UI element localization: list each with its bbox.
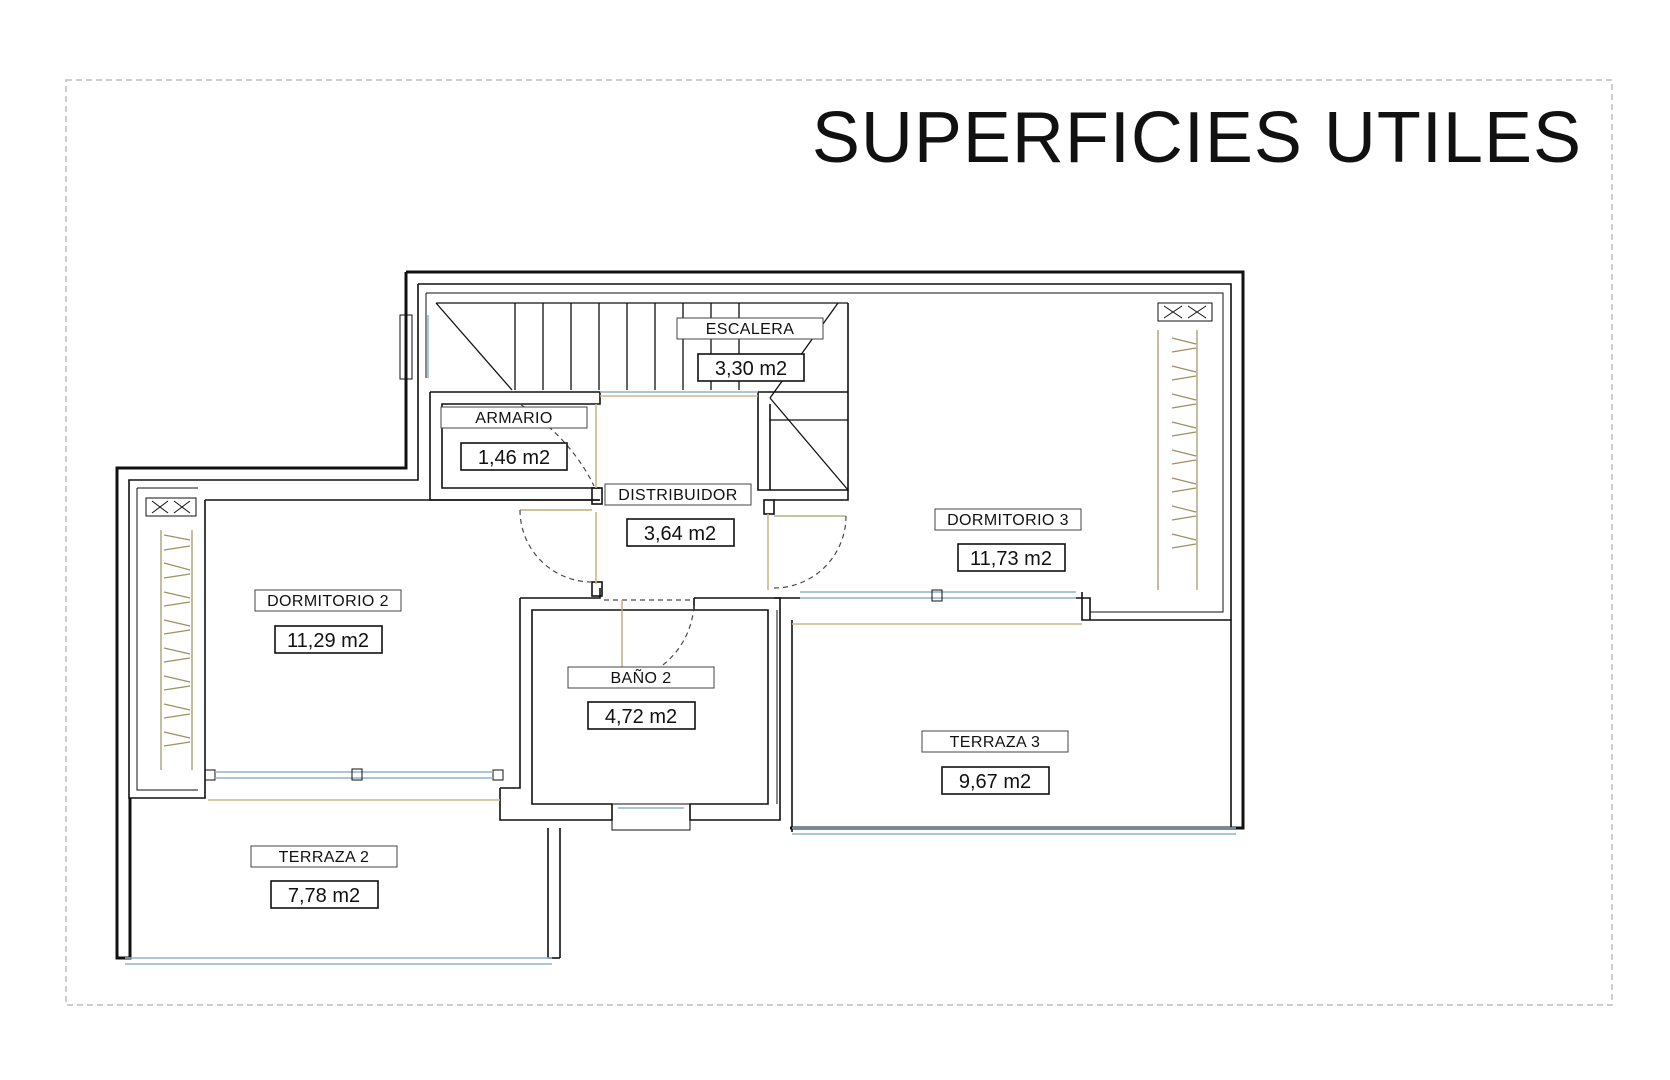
room-area: 3,64 m2 [644,523,716,545]
room-area-box [460,442,568,471]
room-area-box [270,880,379,909]
room-area: 1,46 m2 [478,447,550,469]
room-area-box [941,766,1050,795]
room-area: 9,67 m2 [959,771,1031,793]
room-terraza-3: TERRAZA 3 9,67 m2 [921,730,1069,795]
wardrobe-dormitorio-2 [145,497,197,770]
room-name-box [567,666,715,689]
room-area: 3,30 m2 [715,358,787,380]
room-name-box [254,589,402,612]
room-name: ARMARIO [475,410,552,427]
room-area-box [274,625,383,654]
room-area-box [626,518,735,547]
room-name-box [934,508,1082,531]
stair-window [399,314,429,380]
room-area-box [957,543,1066,572]
room-name-box [921,730,1069,753]
room-area-box [697,353,805,382]
room-area: 4,72 m2 [605,706,677,728]
room-escalera: ESCALERA 3,30 m2 [676,317,824,382]
room-bano-2: BAÑO 2 4,72 m2 [567,666,715,730]
room-name: DISTRIBUIDOR [618,487,737,504]
room-name: BAÑO 2 [610,667,671,687]
room-name-box [604,483,752,506]
room-name: ESCALERA [706,321,795,338]
room-name: TERRAZA 2 [279,849,370,866]
room-dormitorio-2: DORMITORIO 2 11,29 m2 [254,589,402,654]
room-area-box [587,701,696,730]
room-name-box [250,845,398,868]
room-dormitorio-3: DORMITORIO 3 11,73 m2 [934,508,1082,572]
room-area: 11,29 m2 [287,630,369,652]
room-name-box [676,317,824,340]
room-name-box [440,406,588,429]
room-area: 7,78 m2 [288,885,360,907]
room-terraza-2: TERRAZA 2 7,78 m2 [250,845,398,909]
page-title: SUPERFICIES UTILES [812,98,1582,178]
room-name: TERRAZA 3 [950,734,1041,751]
room-armario: ARMARIO 1,46 m2 [440,406,588,471]
room-name: DORMITORIO 3 [947,512,1069,529]
drawing-frame [65,79,1613,1006]
room-area: 11,73 m2 [970,548,1052,570]
room-name: DORMITORIO 2 [267,593,389,610]
interior-walls [117,303,1232,959]
glazing [125,391,1236,965]
room-distribuidor: DISTRIBUIDOR 3,64 m2 [604,483,752,547]
wardrobe-dormitorio-3 [1157,302,1213,590]
